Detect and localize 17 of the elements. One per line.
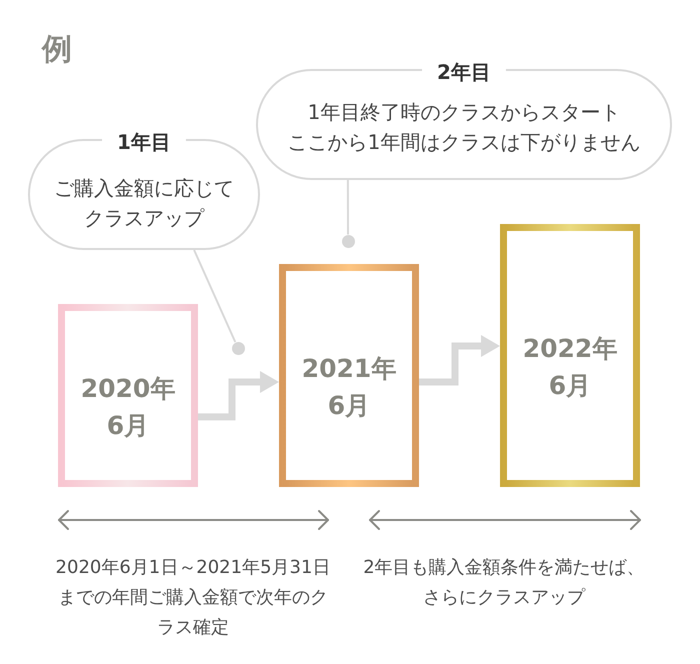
bubble-text: 1年目終了時のクラスからスタート bbox=[308, 99, 620, 126]
leader-dot bbox=[232, 342, 244, 354]
period-note: 2年目も購入金額条件を満たせば、さらにクラスアップ bbox=[362, 556, 646, 610]
year-label: 2022年6月 bbox=[522, 332, 618, 402]
bubble-text: ここから1年間はクラスは下がりません bbox=[288, 129, 640, 156]
diagram-title: 例 bbox=[42, 31, 72, 69]
year-label: 2020年6月 bbox=[80, 372, 176, 442]
bubble-heading: 2年目 bbox=[437, 59, 491, 85]
step-arrow bbox=[198, 371, 279, 420]
step-arrow bbox=[419, 335, 500, 386]
year-label: 2021年6月 bbox=[300, 352, 398, 422]
bubble-text: ご購入金額に応じてクラスアップ bbox=[53, 175, 235, 232]
period-note: 2020年6月1日～2021年5月31日までの年間ご購入金額で次年のクラス確定 bbox=[54, 556, 332, 640]
leader-line bbox=[346, 180, 349, 234]
bubble-heading: 1年目 bbox=[117, 129, 171, 155]
leader-dot bbox=[342, 234, 354, 248]
leader-line bbox=[193, 250, 236, 342]
